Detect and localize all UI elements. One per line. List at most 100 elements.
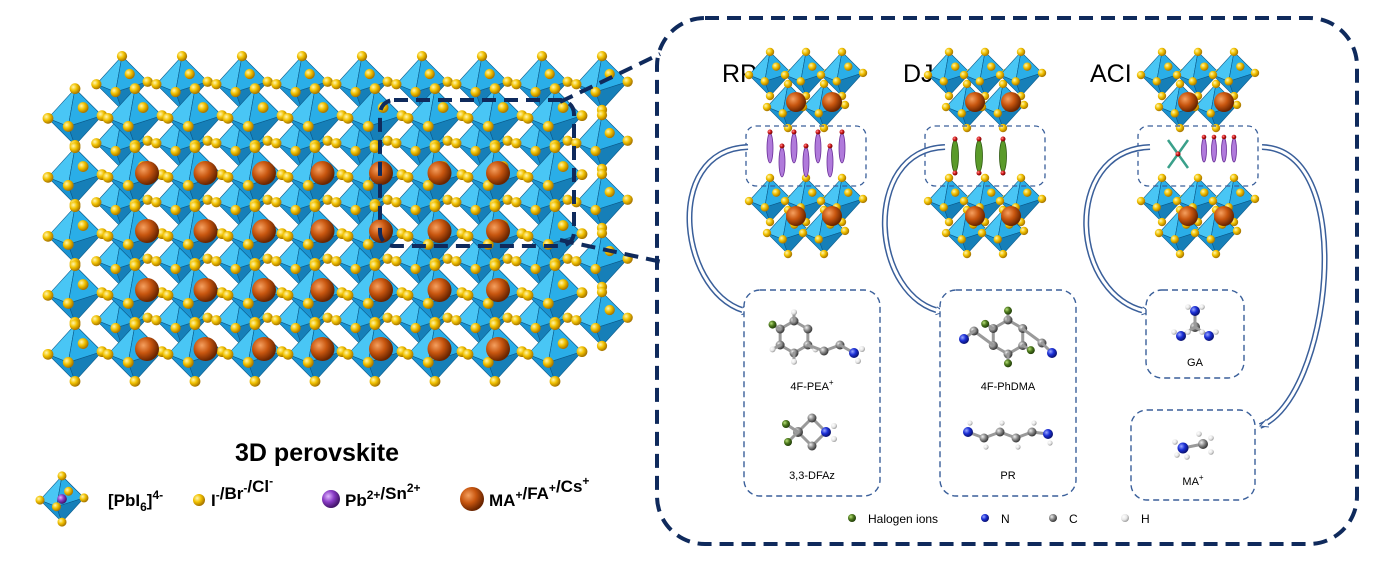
halide-atom <box>941 228 951 238</box>
halide-atom <box>77 279 89 290</box>
halide-atom <box>962 79 972 89</box>
halide-atom <box>42 289 54 301</box>
halide-atom <box>1200 62 1209 71</box>
metal-legend-label: Pb2+/Sn2+ <box>345 481 421 510</box>
halide-atom <box>64 486 74 496</box>
atom-legend-dot <box>848 514 856 522</box>
octahedron-back <box>211 50 273 116</box>
halide-atom <box>290 145 301 157</box>
octahedron-legend-icon <box>35 471 89 527</box>
a-site-cation <box>786 206 806 226</box>
hydrogen-atom <box>1185 329 1191 335</box>
halide-atom <box>1154 228 1164 238</box>
halide-atom <box>331 79 342 90</box>
hydrogen-atom <box>1213 329 1219 335</box>
halide-atom <box>322 76 333 87</box>
a-site-cation <box>252 161 276 185</box>
halide-atom <box>844 62 853 71</box>
halide-atom <box>182 298 194 309</box>
a-site-cation <box>193 161 218 185</box>
fluorine-atom <box>768 320 777 329</box>
halide-atom <box>482 298 494 309</box>
halide-atom <box>442 312 453 323</box>
halide-atom <box>42 112 54 124</box>
molecule-model <box>782 413 837 451</box>
halide-atom <box>760 77 769 86</box>
halide-atom <box>369 201 381 213</box>
atom-legend-label: H <box>1141 512 1150 526</box>
halide-atom <box>290 204 301 216</box>
halide-atom <box>77 220 89 231</box>
halide-atom <box>242 121 254 132</box>
a-site-cation <box>369 337 393 361</box>
halide-atom <box>170 145 181 157</box>
halide-atom <box>369 319 381 331</box>
halide-atom <box>511 138 522 149</box>
nitrogen-atom <box>1190 306 1200 316</box>
halide-atom <box>604 127 615 139</box>
halide-atom <box>331 256 342 267</box>
halide-atom <box>382 312 393 323</box>
halide-atom <box>362 121 374 132</box>
halide-atom <box>783 249 793 259</box>
halide-atom <box>257 102 269 113</box>
halide-atom <box>230 86 241 98</box>
halide-atom <box>998 123 1008 133</box>
halide-atom <box>980 47 990 57</box>
halide-atom <box>442 135 453 146</box>
halide-atom <box>322 194 333 205</box>
nitrogen-atom <box>963 427 973 437</box>
halide-atom <box>944 217 954 227</box>
fluorine-atom <box>1004 359 1012 368</box>
halide-atom <box>416 50 428 62</box>
halide-atom <box>557 279 569 290</box>
a-site-cation <box>135 161 159 185</box>
halide-atom <box>502 312 513 323</box>
halide-atom <box>202 76 213 87</box>
halide-atom <box>1206 109 1215 118</box>
halide-atom <box>236 50 248 62</box>
halide-atom <box>369 142 381 154</box>
halide-atom <box>489 375 501 387</box>
a-site-cation <box>252 337 276 361</box>
halide-atom <box>1208 70 1218 80</box>
halide-atom <box>202 135 213 146</box>
a-site-cation <box>310 278 335 302</box>
halide-atom <box>808 188 817 197</box>
halide-atom <box>801 173 811 183</box>
halide-atom <box>489 83 501 95</box>
halide-atom <box>309 260 321 272</box>
octahedron-bottom-slab <box>1136 173 1188 227</box>
halide-atom <box>342 112 354 124</box>
halide-atom <box>557 338 569 349</box>
halide-atom <box>832 77 841 86</box>
halide-atom <box>571 315 582 326</box>
halide-atom <box>410 204 421 216</box>
halide-atom <box>998 79 1008 89</box>
a-site-cation <box>1214 206 1234 226</box>
octahedron-legend-shape <box>35 471 89 527</box>
octahedron <box>522 319 588 387</box>
atom-legend-dot <box>1121 514 1129 522</box>
halide-atom <box>941 102 951 112</box>
a-site-cation <box>135 337 159 361</box>
halide-atom <box>1136 196 1146 206</box>
halide-atom <box>1157 217 1167 227</box>
halide-atom <box>249 201 261 213</box>
hydrogen-atom <box>769 346 776 353</box>
halide-atom <box>162 112 174 124</box>
halide-atom <box>262 76 273 87</box>
a-cation-legend-label: MA+/FA+/Cs+ <box>489 474 589 510</box>
halide-atom <box>590 145 601 157</box>
octahedron-back <box>571 286 633 352</box>
halide-atom <box>122 298 134 309</box>
hydrogen-atom <box>831 423 837 429</box>
a-site-cation <box>427 278 452 302</box>
halide-atom <box>1019 226 1029 236</box>
carbon-atom <box>1027 427 1037 437</box>
halide-atom <box>79 493 89 503</box>
a-site-cation <box>310 161 335 185</box>
halide-atom <box>944 91 954 101</box>
